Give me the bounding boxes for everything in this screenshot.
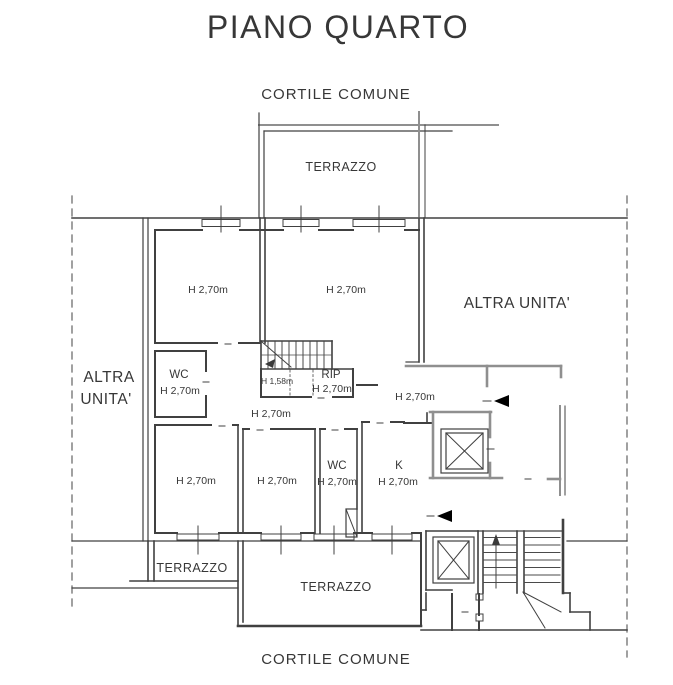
property-boundary-lines <box>71 195 628 658</box>
room-label-wc-lower-height: H 2,70m <box>317 476 357 488</box>
adjacent-unit-left-label-line2: UNITA' <box>80 391 131 408</box>
room-label-wc-lower: WC <box>327 460 346 472</box>
door-direction-markers <box>426 395 509 522</box>
terrace-bottom-left-label: TERRAZZO <box>156 561 227 575</box>
room-label-bedroom-bottom-center: H 2,70m <box>257 475 297 487</box>
internal-staircase <box>260 340 333 370</box>
room-label-bedroom-top-left: H 2,70m <box>188 284 228 296</box>
south-windows <box>154 525 422 555</box>
room-label-understair-height: H 1,58m <box>261 376 293 386</box>
storage-room-walls <box>260 368 354 399</box>
room-label-storage: RIP <box>321 369 341 381</box>
adjacent-unit-left-label-line1: ALTRA <box>83 369 134 386</box>
room-label-kitchen-height: H 2,70m <box>378 476 418 488</box>
room-label-kitchen: K <box>395 460 403 472</box>
courtyard-bottom-label: CORTILE COMUNE <box>261 651 411 668</box>
terrace-top-walls <box>258 111 499 219</box>
room-label-bedroom-top-center: H 2,70m <box>326 284 366 296</box>
terrace-top-label: TERRAZZO <box>305 160 376 174</box>
interior-walls <box>154 217 566 538</box>
room-label-wc-upper-height: H 2,70m <box>160 385 200 397</box>
main-stairwell <box>477 518 565 629</box>
room-label-wc-upper: WC <box>169 369 188 381</box>
elevator-shaft-lower <box>425 530 479 591</box>
room-label-entry-hall-height: H 2,70m <box>395 391 435 403</box>
labels: PIANO QUARTO CORTILE COMUNE TERRAZZO H 2… <box>80 9 571 668</box>
outer-walls <box>71 217 628 542</box>
elevator-shaft-upper <box>428 410 504 480</box>
room-label-corridor-height: H 2,70m <box>251 408 291 420</box>
entrance-block <box>411 532 628 631</box>
floor-title: PIANO QUARTO <box>207 9 469 45</box>
terrace-bottom-left-walls <box>71 540 239 589</box>
north-windows <box>154 205 420 233</box>
room-label-storage-height: H 2,70m <box>312 383 352 395</box>
room-label-bedroom-bottom-left: H 2,70m <box>176 475 216 487</box>
courtyard-top-label: CORTILE COMUNE <box>261 86 411 103</box>
terrace-bottom-center-walls <box>236 540 423 628</box>
terrace-bottom-center-label: TERRAZZO <box>300 580 371 594</box>
adjacent-unit-right-label: ALTRA UNITA' <box>464 295 571 312</box>
